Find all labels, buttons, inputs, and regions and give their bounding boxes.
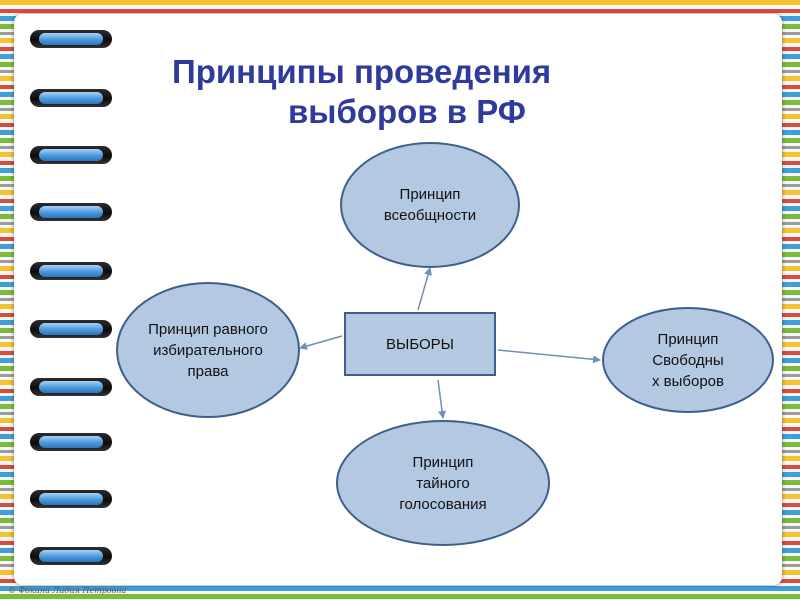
binder-ring-highlight — [39, 550, 103, 562]
center-node-label: ВЫБОРЫ — [386, 335, 454, 353]
binder-ring-highlight — [39, 265, 103, 277]
center-node-elections: ВЫБОРЫ — [344, 312, 496, 376]
node-equal-label: Принцип равного избирательного права — [148, 320, 268, 380]
arrow-to-equal — [299, 335, 343, 350]
node-free-elections: Принцип Свободны х выборов — [602, 307, 774, 413]
node-secret-ballot: Принцип тайного голосования — [336, 420, 550, 546]
title-line-2: выборов в РФ — [288, 93, 526, 130]
node-free-label: Принцип Свободны х выборов — [651, 330, 724, 390]
binder-ring — [30, 378, 112, 396]
binder-ring — [30, 89, 112, 107]
binder-ring-highlight — [39, 149, 103, 161]
binder-ring-highlight — [39, 33, 103, 45]
binder-ring — [30, 203, 112, 221]
node-universal-label: Принцип всеобщности — [383, 186, 477, 224]
arrow-to-free — [497, 349, 601, 364]
binder-ring — [30, 146, 112, 164]
binder-ring — [30, 547, 112, 565]
arrow-to-universal — [417, 267, 432, 311]
binder-ring — [30, 30, 112, 48]
binder-ring-highlight — [39, 436, 103, 448]
binder-ring-highlight — [39, 92, 103, 104]
binder-ring — [30, 262, 112, 280]
binder-ring — [30, 490, 112, 508]
title-line-1: Принципы проведения — [172, 53, 552, 90]
binder-ring — [30, 320, 112, 338]
slide-title: Принципы проведения выборов в РФ — [172, 52, 632, 132]
binder-ring-highlight — [39, 206, 103, 218]
binder-ring-highlight — [39, 381, 103, 393]
node-universal-suffrage: Принцип всеобщности — [340, 142, 520, 268]
copyright-text: © Фокина Лидия Петровна — [8, 586, 127, 595]
node-secret-label: Принцип тайного голосования — [399, 453, 487, 513]
arrow-to-secret — [437, 379, 447, 419]
binder-ring — [30, 433, 112, 451]
binder-ring-highlight — [39, 323, 103, 335]
binder-ring-highlight — [39, 493, 103, 505]
node-equal-suffrage: Принцип равного избирательного права — [116, 282, 300, 418]
